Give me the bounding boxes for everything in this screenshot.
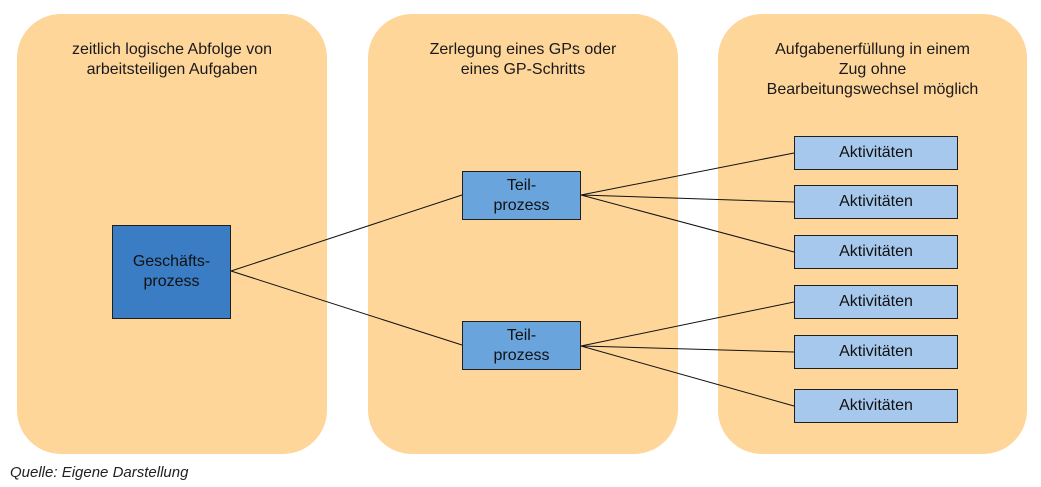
- node-aktivitaet-5: Aktivitäten: [794, 335, 958, 369]
- node-aktivitaet-4: Aktivitäten: [794, 285, 958, 319]
- column-title-activities: Aufgabenerfüllung in einem Zug ohne Bear…: [766, 41, 979, 98]
- node-geschaeftsprozess: Geschäfts- prozess: [112, 225, 231, 319]
- column-panel-subprocess: Zerlegung eines GPs oder eines GP-Schrit…: [368, 14, 678, 454]
- node-aktivitaet-6: Aktivitäten: [794, 389, 958, 423]
- column-title-subprocess: Zerlegung eines GPs oder eines GP-Schrit…: [429, 41, 617, 78]
- node-aktivitaet-2: Aktivitäten: [794, 185, 958, 219]
- source-note: Quelle: Eigene Darstellung: [10, 464, 189, 481]
- node-teilprozess-2: Teil- prozess: [462, 321, 581, 370]
- column-panel-activities: Aufgabenerfüllung in einem Zug ohne Bear…: [718, 14, 1027, 454]
- column-title-process: zeitlich logische Abfolge von arbeitstei…: [71, 41, 273, 78]
- node-aktivitaet-1: Aktivitäten: [794, 136, 958, 170]
- node-teilprozess-1: Teil- prozess: [462, 171, 581, 220]
- node-aktivitaet-3: Aktivitäten: [794, 235, 958, 269]
